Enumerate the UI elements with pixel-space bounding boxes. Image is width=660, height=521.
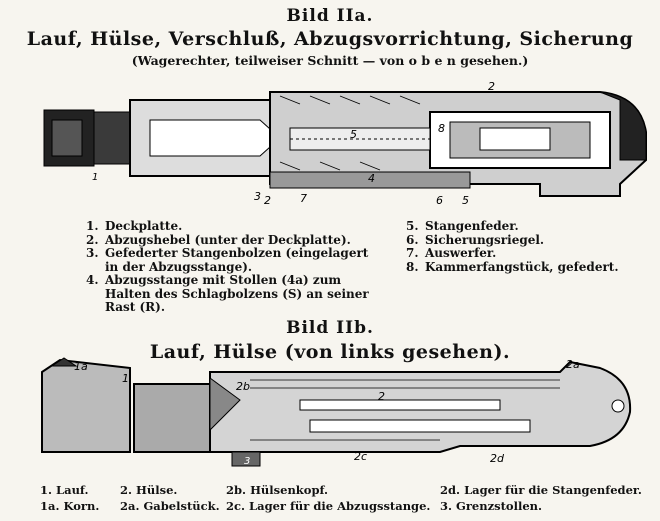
callout-a-6: 6: [436, 194, 443, 207]
callout-b-2: 2: [378, 390, 385, 403]
figure-a-drawing: 2 5 3 2 7 4 6 5 8 1: [43, 80, 647, 207]
callout-a-5b: 5: [462, 194, 469, 207]
legend-item: 4.Abzugsstange mit Stollen (4a) zum Halt…: [86, 273, 369, 314]
figure-a-legend-right: 5.Stangenfeder. 6.Sicherungsriegel. 7.Au…: [406, 219, 656, 274]
callout-a-2: 2: [488, 80, 495, 93]
legend-item: 2d. Lager für die Stangenfeder.: [440, 483, 642, 497]
callout-b-2b: 2b: [236, 380, 250, 393]
figure-a-title: Bild IIa.: [286, 6, 374, 26]
callout-b-1: 1: [122, 372, 129, 385]
legend-item: 2.Abzugshebel (unter der Deckplatte).: [86, 232, 351, 247]
figure-a-legend-left: 1.Deckplatte. 2.Abzugshebel (unter der D…: [86, 219, 386, 315]
slot-lower: [309, 419, 531, 433]
legend-item: 2b. Hülsenkopf.: [226, 483, 329, 497]
callout-a-4: 4: [368, 172, 375, 185]
figure-a-subtitle: Lauf, Hülse, Verschluß, Abzugsvorrichtun…: [26, 28, 634, 50]
callout-b-3: 3: [244, 456, 250, 467]
figure-b-subtitle: Lauf, Hülse (von links gesehen).: [149, 341, 511, 363]
callout-a-1: 1: [92, 172, 98, 183]
callout-b-2a: 2a: [566, 358, 580, 371]
figure-b-title: Bild IIb.: [286, 318, 374, 338]
legend-item: 2. Hülse.: [120, 483, 178, 497]
figure-b-drawing: 1a 1 2b 2 2a 2c 2d 3: [41, 357, 632, 467]
callout-b-1a: 1a: [74, 360, 88, 373]
legend-item: 8.Kammerfangstück, gefedert.: [406, 259, 619, 274]
figure-b-legend: 1. Lauf. 2. Hülse. 2b. Hülsenkopf. 2d. L…: [40, 482, 660, 516]
legend-item: 5.Stangenfeder.: [406, 219, 519, 233]
legend-item: 3. Grenzstollen.: [440, 499, 542, 513]
barrel-sleeve: [93, 111, 131, 165]
legend-item: 2a. Gabelstück.: [120, 499, 220, 513]
callout-a-7: 7: [300, 192, 307, 205]
legend-item: 2c. Lager für die Abzugsstange.: [226, 499, 431, 513]
legend-item: 6.Sicherungsriegel.: [406, 232, 545, 247]
legend-item: 1. Lauf.: [40, 483, 89, 497]
callout-b-2c: 2c: [354, 450, 367, 463]
trigger-bar: [269, 171, 471, 189]
legend-item: 1.Deckplatte.: [86, 219, 183, 233]
slot-upper: [299, 399, 501, 411]
callout-a-5: 5: [350, 128, 357, 141]
callout-a-8: 8: [438, 122, 445, 135]
stop-lug: [231, 451, 261, 467]
legend-item: 1a. Korn.: [40, 499, 100, 513]
callout-a-2b: 2: [264, 194, 271, 207]
barrel-rear: [133, 383, 211, 453]
legend-item: 7.Auswerfer.: [406, 246, 497, 260]
callout-b-2d: 2d: [490, 452, 505, 465]
legend-item: 3.Gefederter Stangenbolzen (eingelagert …: [86, 246, 369, 274]
barrel-front: [41, 358, 131, 453]
callout-a-3: 3: [254, 190, 261, 203]
figure-a-note: (Wagerechter, teilweiser Schnitt — von o…: [131, 53, 529, 68]
